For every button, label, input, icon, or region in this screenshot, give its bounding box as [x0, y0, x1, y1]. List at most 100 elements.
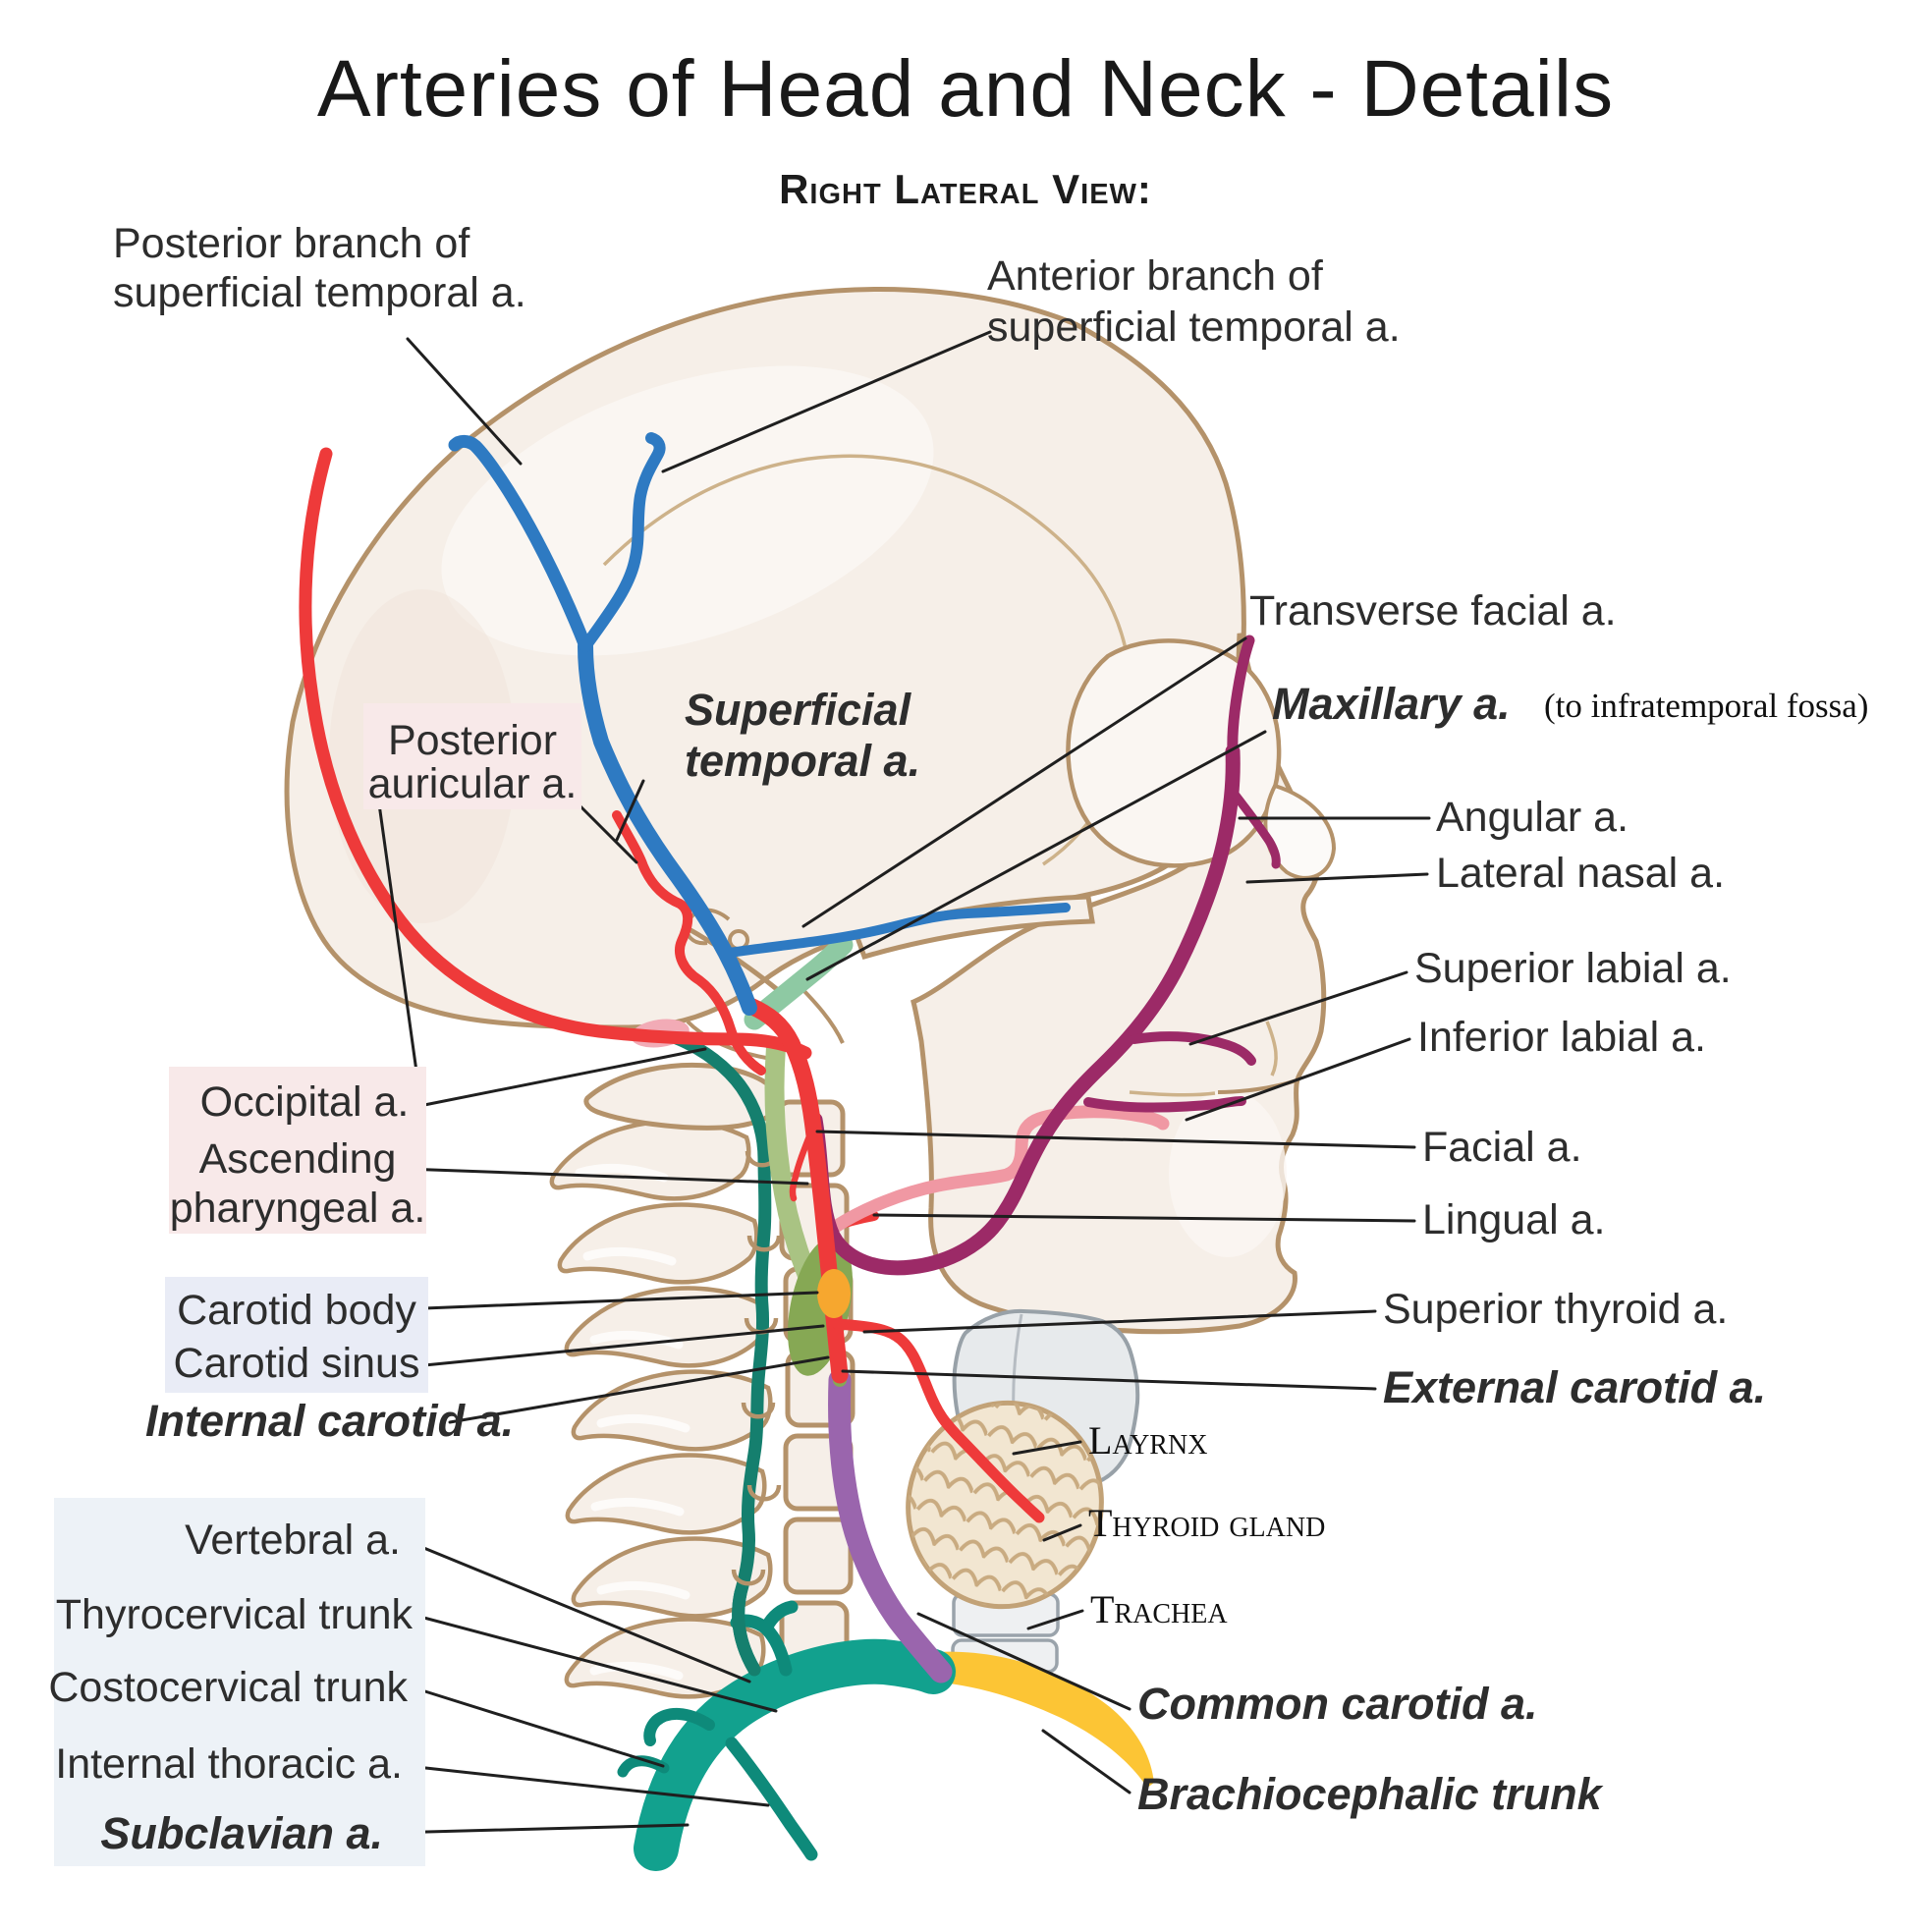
leader-superior-labial: [1188, 970, 1408, 1046]
vertebra-body: [783, 1517, 854, 1595]
superior-labial-artery: [1130, 1031, 1256, 1066]
subclavian-branches-box: [54, 1498, 425, 1866]
label-vertebral: Vertebral a.: [185, 1517, 401, 1564]
leader-trachea: [1026, 1609, 1084, 1630]
leader-lateral-nasal: [1245, 872, 1429, 884]
subclavian-artery: [634, 1638, 956, 1871]
leader-internal-carotid: [448, 1355, 830, 1424]
label-common-carotid: Common carotid a.: [1137, 1679, 1538, 1729]
leader-post-branch: [406, 337, 523, 466]
label-internal-thoracic: Internal thoracic a.: [55, 1740, 403, 1788]
label-facial: Facial a.: [1422, 1124, 1582, 1171]
label-superior-labial: Superior labial a.: [1414, 945, 1732, 992]
label-superficial-temporal-line2: temporal a.: [685, 736, 920, 786]
vertebral-artery: [651, 1026, 772, 1677]
superficial-temporal-group: [448, 432, 1071, 1016]
leader-carotid-body: [422, 1291, 819, 1310]
leader-lingual: [872, 1213, 1416, 1223]
lingual-artery: [830, 1105, 1170, 1233]
common-carotid-artery: [828, 1368, 953, 1684]
occipital-pharyngeal-box: [169, 1067, 426, 1234]
vertebra-spinous-process: [568, 1456, 764, 1533]
label-lateral-nasal: Lateral nasal a.: [1436, 850, 1725, 897]
vertebra-spinous-process: [552, 1122, 748, 1199]
leader-external-carotid: [841, 1369, 1377, 1391]
alveolar-line: [1129, 1090, 1216, 1097]
label-posterior-auricular-line1: Posterior: [388, 717, 557, 764]
label-asc-pharyngeal-line2: pharyngeal a.: [170, 1185, 426, 1232]
label-posterior-branch-line1: Posterior branch of: [113, 220, 470, 267]
posterior-auricular-artery: [612, 810, 766, 1076]
label-anterior-branch-line1: Anterior branch of: [987, 252, 1324, 300]
lateral-nasal-artery: [1225, 783, 1281, 869]
label-transverse-facial: Transverse facial a.: [1249, 587, 1617, 635]
label-costocervical: Costocervical trunk: [48, 1664, 408, 1711]
leader-ant-branch: [661, 330, 992, 473]
eye-orbit: [1066, 638, 1282, 868]
leader-superior-thyroid: [862, 1309, 1377, 1334]
leader-facial: [815, 1130, 1416, 1149]
red-arteries: [299, 447, 1045, 1523]
view-subtitle: Right Lateral View:: [779, 166, 1152, 212]
label-anterior-branch-line2: superficial temporal a.: [987, 304, 1401, 351]
carotid-body-sinus-box: [165, 1277, 428, 1393]
leader-carotid-sinus: [422, 1324, 825, 1367]
label-superior-thyroid: Superior thyroid a.: [1383, 1286, 1728, 1333]
anterior-branch-sta: [580, 432, 666, 652]
label-superficial-temporal-line1: Superficial: [685, 685, 912, 735]
maxillary-artery: [744, 934, 854, 1030]
costocervical-trunk-artery: [643, 1708, 715, 1746]
leader-thyroid-gland: [1042, 1523, 1082, 1542]
nasolabial-fold: [1265, 1021, 1278, 1076]
label-carotid-body: Carotid body: [177, 1287, 416, 1334]
leader-brachiocephalic: [1041, 1729, 1132, 1794]
superficial-temporal-trunk: [578, 638, 757, 1016]
leader-superficial-temporal: [615, 779, 645, 842]
subclavian-stub: [617, 1755, 670, 1778]
occipital-artery: [299, 447, 812, 1060]
label-occipital: Occipital a.: [200, 1078, 410, 1126]
label-external-carotid: External carotid a.: [1383, 1362, 1766, 1412]
vertebral-artery-origin: [732, 1586, 761, 1677]
leader-occipital-lower: [422, 1047, 707, 1107]
leader-larynx: [1012, 1440, 1082, 1456]
label-subclavian: Subclavian a.: [100, 1808, 383, 1858]
label-maxillary-note: (to infratemporal fossa): [1544, 687, 1868, 725]
label-larynx: Layrnx: [1088, 1418, 1207, 1463]
leader-transverse-facial: [801, 636, 1247, 928]
leader-thyrocervical: [414, 1614, 778, 1713]
label-trachea: Trachea: [1090, 1587, 1228, 1631]
leader-occipital-upper: [374, 781, 419, 1080]
internal-thoracic-artery: [725, 1737, 818, 1861]
label-posterior-auricular-line2: auricular a.: [368, 760, 578, 807]
vertebra-spinous-process: [560, 1205, 756, 1283]
leader-internal-thoracic: [406, 1764, 770, 1807]
chin-highlight: [1169, 1090, 1287, 1257]
label-carotid-sinus: Carotid sinus: [174, 1340, 420, 1387]
label-brachiocephalic: Brachiocephalic trunk: [1137, 1769, 1604, 1819]
label-maxillary: Maxillary a.: [1272, 679, 1511, 729]
brachiocephalic-trunk-artery: [928, 1651, 1154, 1788]
label-thyroid-gland: Thyroid gland: [1088, 1501, 1325, 1545]
leader-common-carotid: [916, 1612, 1132, 1711]
leader-posterior-auricular: [578, 803, 638, 864]
posterior-branch-sta: [448, 434, 592, 653]
cervical-vertebrae: [552, 1063, 856, 1697]
thyroid-gland-shape: [906, 1400, 1104, 1610]
label-inferior-labial: Inferior labial a.: [1417, 1014, 1706, 1061]
leader-maxillary: [805, 730, 1267, 981]
label-lingual: Lingual a.: [1422, 1196, 1606, 1243]
label-posterior-branch-line2: superficial temporal a.: [113, 269, 526, 316]
leader-asc-pharyngeal: [403, 1167, 809, 1186]
label-thyrocervical: Thyrocervical trunk: [56, 1591, 414, 1638]
angular-artery: [1227, 635, 1255, 757]
leader-costocervical: [411, 1685, 665, 1768]
posterior-auricular-box: [363, 703, 581, 809]
page-title: Arteries of Head and Neck - Details: [317, 44, 1614, 134]
carotid-body-shape: [817, 1269, 851, 1318]
label-asc-pharyngeal-line1: Ascending: [199, 1135, 397, 1183]
label-internal-carotid: Internal carotid a.: [145, 1396, 514, 1446]
leader-subclavian: [389, 1823, 690, 1835]
